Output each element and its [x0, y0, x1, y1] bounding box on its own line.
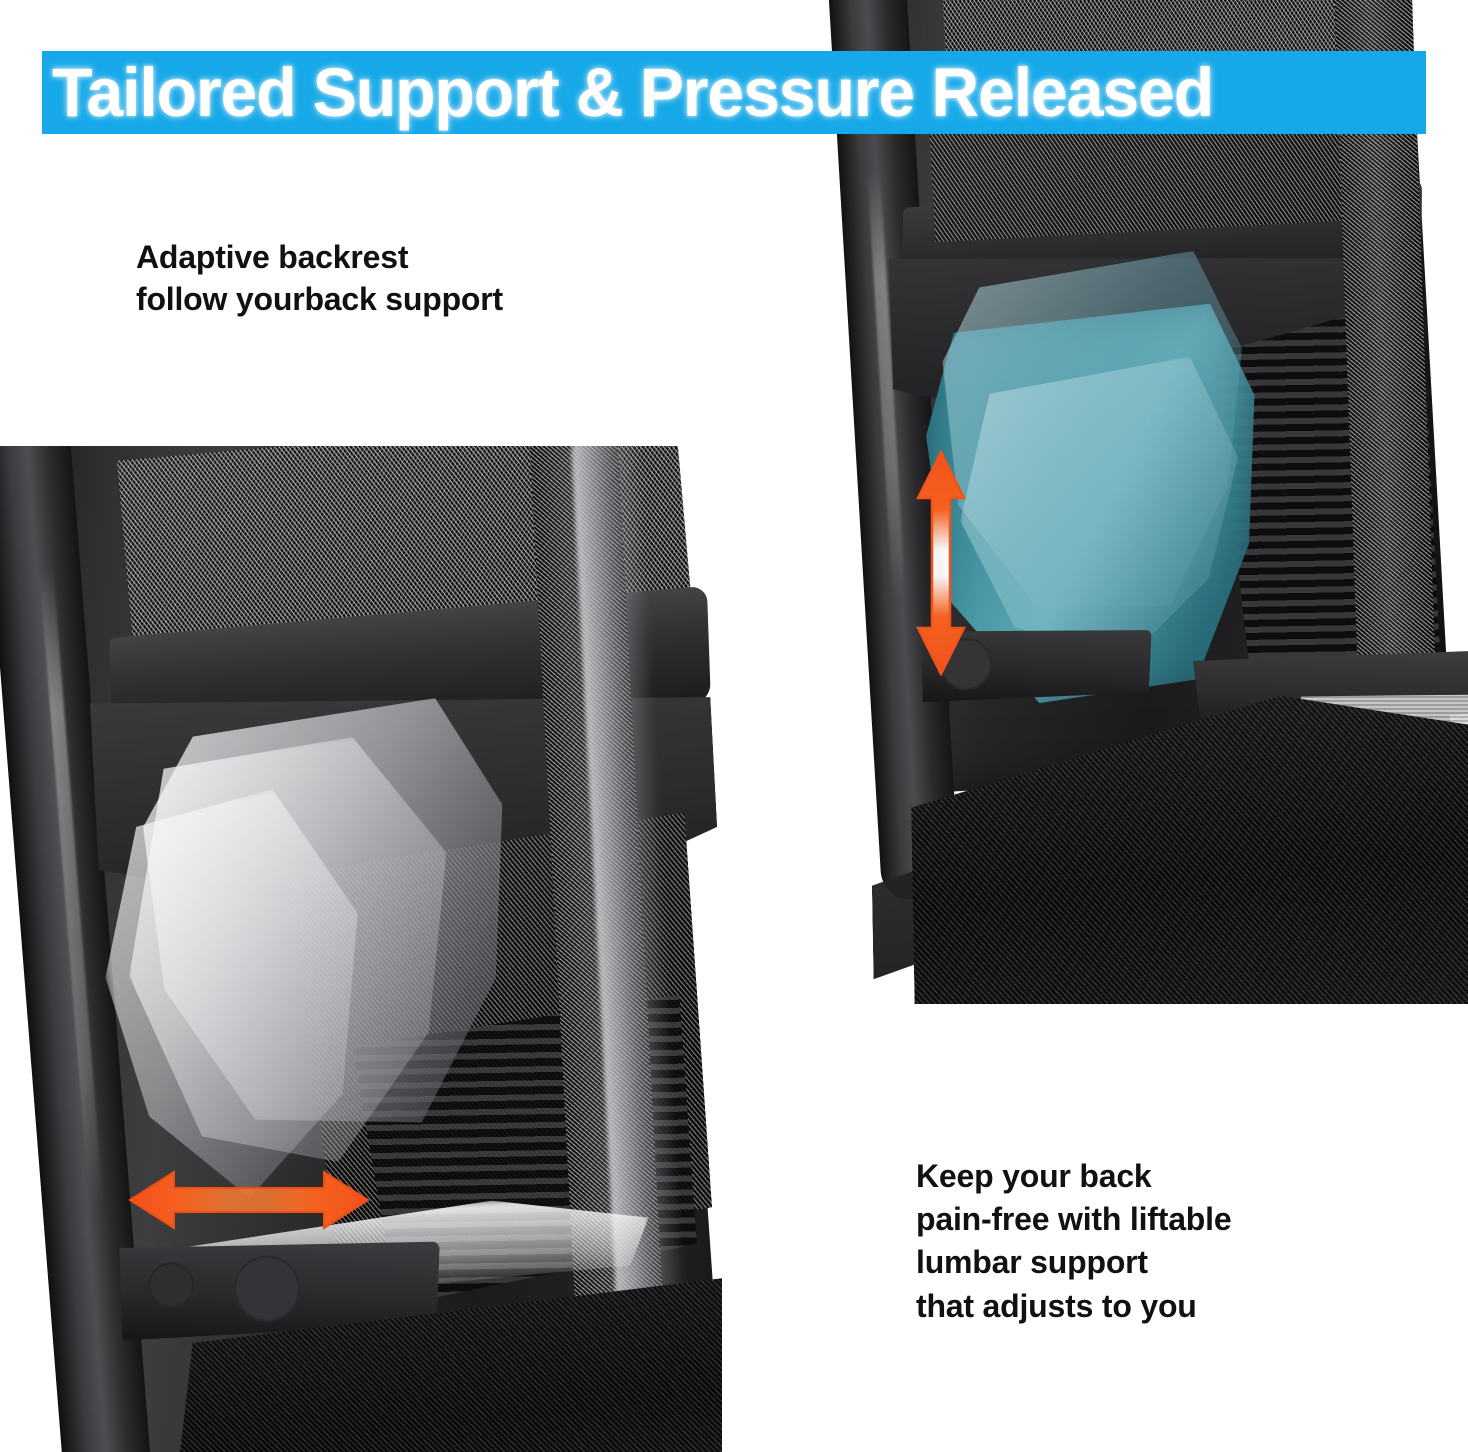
headline-text: Tailored Support & Pressure Released [52, 54, 1214, 131]
caption-tl-line2: follow yourback support [136, 281, 503, 318]
caption-br-line1: Keep your back [916, 1158, 1152, 1194]
caption-br-line2: pain-free with liftable [916, 1201, 1232, 1238]
chair-lumbar-photo [752, 0, 1468, 1004]
double-arrow-up-down-icon [915, 449, 967, 677]
caption-lumbar-support: Keep your back pain-free with liftable l… [916, 1155, 1232, 1328]
caption-tl-line1: Adaptive backrest [136, 239, 409, 275]
caption-br-line3: lumbar support [916, 1244, 1148, 1281]
caption-adaptive-backrest: Adaptive backrest follow yourback suppor… [136, 236, 503, 320]
headline-banner: Tailored Support & Pressure Released [42, 51, 1426, 134]
caption-br-line4: that adjusts to you [916, 1287, 1197, 1324]
chair-backrest-photo [0, 446, 722, 1452]
double-arrow-left-right-icon [128, 1168, 370, 1232]
